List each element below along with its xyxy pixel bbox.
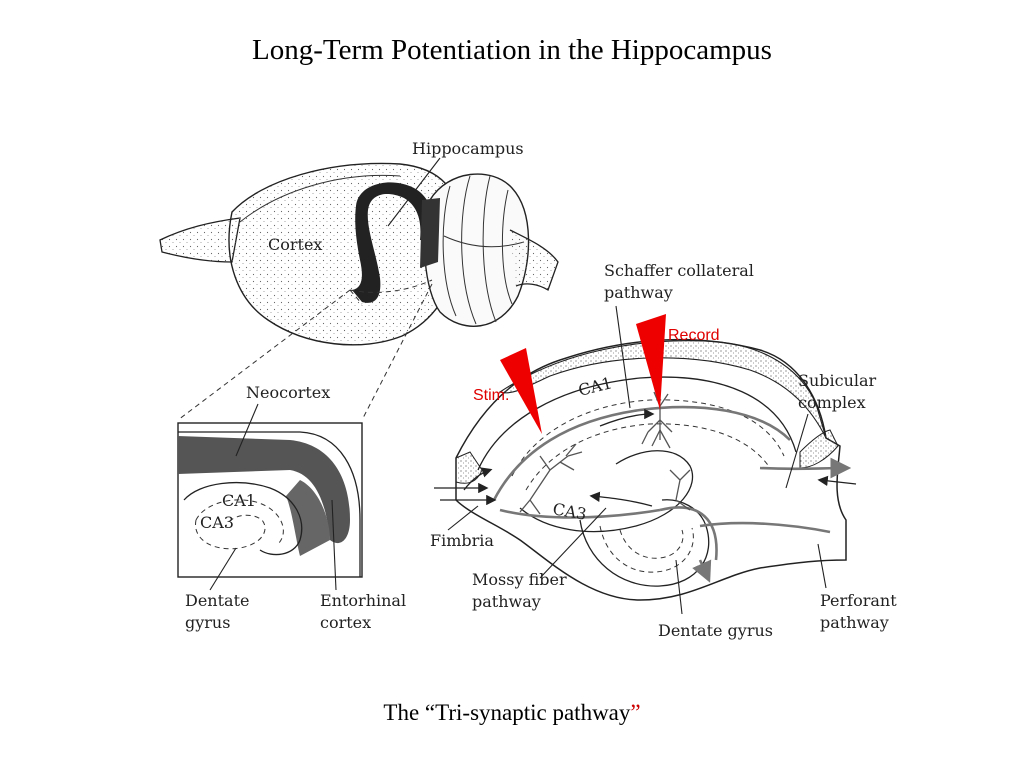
label-neocortex: Neocortex [246,383,330,402]
caption-open-quote: “ [424,700,436,725]
label-ca3-section: CA3 [200,513,234,532]
label-dentate-gyrus-section-line1: Dentate [185,591,249,610]
coronal-section-inset [177,422,363,578]
label-schaffer-collateral-line2: pathway [604,283,673,302]
ca3-pyramidal-neuron [519,443,583,515]
stimulating-electrode [500,348,542,434]
label-subicular-complex-line2: complex [798,393,866,412]
label-record: Record [668,327,720,344]
label-perforant-line2: pathway [820,613,889,632]
label-hippocampus: Hippocampus [412,139,524,158]
caption-prefix: The [383,700,425,725]
caption-text: Tri-synaptic pathway [435,700,631,725]
dentate-granule-neuron [669,469,691,511]
label-entorhinal-cortex-line1: Entorhinal [320,591,406,610]
label-stim: Stim. [473,387,509,404]
caption-close-quote: ” [630,700,641,725]
label-mossy-fiber-line2: pathway [472,592,541,611]
label-ca1-section: CA1 [222,491,256,510]
label-schaffer-collateral-line1: Schaffer collateral [604,261,754,280]
label-subicular-complex-line1: Subicular [798,371,877,390]
slide-title: Long-Term Potentiation in the Hippocampu… [252,34,772,66]
leader-lines [209,157,827,615]
label-entorhinal-cortex-line2: cortex [320,613,371,632]
slide-caption: The “Tri-synaptic pathway” [0,700,1024,726]
label-perforant-line1: Perforant [820,591,897,610]
label-fimbria: Fimbria [430,531,494,550]
hippocampal-slice-illustration [434,338,857,601]
label-mossy-fiber-line1: Mossy fiber [472,570,567,589]
label-dentate-gyrus-slice: Dentate gyrus [658,621,773,640]
rat-brain-illustration [159,162,559,346]
recording-electrode [636,314,666,410]
label-dentate-gyrus-section-line2: gyrus [185,613,230,632]
label-cortex: Cortex [268,235,322,254]
projection-line-right [361,283,433,421]
